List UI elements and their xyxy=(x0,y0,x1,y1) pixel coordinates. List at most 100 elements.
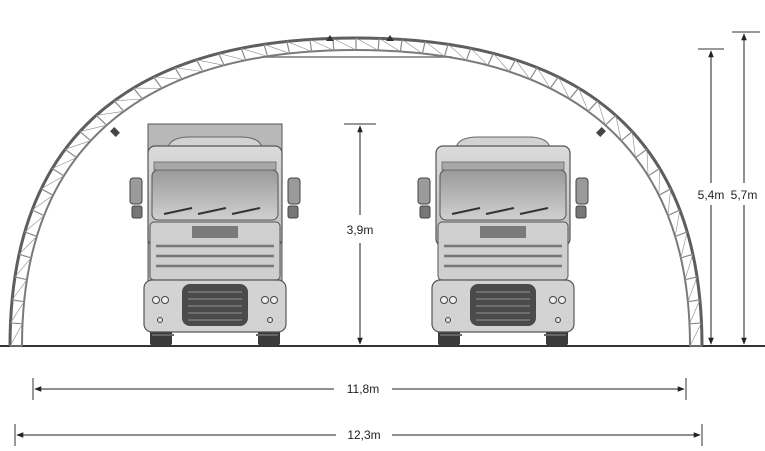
outer-width-dimension: 12,3m xyxy=(14,424,703,446)
arch-lattice-rung xyxy=(587,100,599,112)
arch-lattice-rung xyxy=(95,114,108,126)
arch-lattice-brace xyxy=(263,44,290,54)
arch-lattice-brace xyxy=(64,140,91,150)
truck-lower-grille-slats xyxy=(476,291,530,321)
arch-fitting xyxy=(386,35,394,41)
arch-fitting xyxy=(596,127,606,137)
truck-lower-grille xyxy=(182,284,248,326)
arch-lattice-rung xyxy=(153,76,163,89)
truck-left-headlight xyxy=(161,296,169,304)
truck-roof-spoiler xyxy=(167,136,263,149)
arch-lattice-brace xyxy=(536,67,551,89)
truck-fog-light xyxy=(267,317,273,323)
arch-lattice-rung xyxy=(508,59,517,72)
arch-lattice-brace xyxy=(578,87,589,112)
arch-lattice-brace xyxy=(11,279,28,301)
arch-lattice-rung xyxy=(286,41,291,54)
arch-lattice-brace xyxy=(241,47,268,57)
truck-left-mirror-small xyxy=(131,205,143,219)
arch-lattice-brace xyxy=(658,168,661,196)
arch-lattice-brace xyxy=(470,48,489,66)
arch-lattice-rung xyxy=(529,67,538,80)
arch-lattice-rung xyxy=(689,322,702,325)
arch-lattice-brace xyxy=(18,236,38,255)
truck-right-headlight xyxy=(270,296,278,304)
arch-lattice-brace xyxy=(52,157,77,169)
arch-lattice-rung xyxy=(14,276,28,281)
truck-lower-grille-slats xyxy=(188,291,242,321)
arch-lattice-rung xyxy=(113,100,125,112)
arch-lattice-rung xyxy=(684,276,698,281)
arch-lattice-brace xyxy=(615,115,622,141)
inner-width-dimension: 11,8m xyxy=(32,378,687,400)
arch-fitting xyxy=(326,35,334,41)
arch-lattice-brace xyxy=(631,131,636,158)
truck-height-dimension: 3,9m xyxy=(344,123,376,347)
arch-lattice-brace xyxy=(378,38,401,52)
arch-lattice-brace xyxy=(493,53,510,72)
truck-right-headlight xyxy=(261,296,269,304)
truck-wipers xyxy=(451,207,549,215)
arch-lattice-rung xyxy=(487,53,494,66)
arch-lattice-rung xyxy=(40,188,54,196)
outer-height-label: 5,7m xyxy=(731,188,758,202)
arch-lattice-brace xyxy=(674,209,681,237)
truck-roof-spoiler xyxy=(455,136,551,149)
truck-lower-grille xyxy=(470,284,536,326)
inner-height-dimension: 5,4m xyxy=(698,48,724,345)
arch-lattice-rung xyxy=(465,48,472,61)
arch-lattice-rung xyxy=(218,53,225,66)
arch-lattice-brace xyxy=(114,98,143,102)
arch-lattice-brace xyxy=(667,188,672,216)
truck-left-headlight xyxy=(152,296,160,304)
arch-lattice-rung xyxy=(674,231,688,238)
arch-lattice-brace xyxy=(14,257,32,278)
arch-lattice-rung xyxy=(240,48,247,61)
arch-lattice-brace xyxy=(96,111,124,116)
arch-lattice-brace xyxy=(218,53,246,61)
arch-lattice-brace xyxy=(41,175,65,190)
truck-left-headlight xyxy=(440,296,448,304)
arch-lattice-brace xyxy=(332,38,357,51)
arch-lattice-rung xyxy=(443,44,449,57)
arch-lattice-rung xyxy=(687,299,700,303)
arch-lattice-brace xyxy=(9,323,23,347)
truck-wipers xyxy=(163,207,261,215)
arch-lattice-brace xyxy=(689,299,701,324)
arch-lattice-rung xyxy=(174,67,183,80)
truck-sun-visor xyxy=(441,161,565,171)
arch-lattice-brace xyxy=(680,231,688,259)
truck-grille-bars xyxy=(444,244,562,268)
arch-lattice-rung xyxy=(18,253,32,259)
arch-lattice-brace xyxy=(646,149,649,176)
arch-lattice-rung xyxy=(680,253,694,259)
truck-left-headlight xyxy=(449,296,457,304)
arch-lattice-rung xyxy=(263,44,269,57)
arch-lattice-brace xyxy=(447,44,467,61)
arch-lattice-rung xyxy=(399,39,403,52)
arch-lattice-brace xyxy=(31,195,54,211)
arch-fitting xyxy=(110,127,120,137)
arch-lattice-brace xyxy=(689,322,702,347)
arch-lattice-brace xyxy=(597,100,606,126)
arch-lattice-rung xyxy=(10,322,23,325)
arch-lattice-rung xyxy=(377,38,380,51)
arch-lattice-rung xyxy=(635,148,648,159)
arch-lattice-brace xyxy=(684,254,694,280)
truck-name-plate xyxy=(480,226,526,238)
truck-with-box xyxy=(129,123,301,346)
arch-lattice-rung xyxy=(569,87,580,100)
truck-right-headlight xyxy=(558,296,566,304)
arch-lattice-rung xyxy=(51,167,65,177)
outer-width-label: 12,3m xyxy=(347,428,380,442)
arch-lattice-brace xyxy=(558,76,570,100)
truck-fog-light xyxy=(157,317,163,323)
truck-right-mirror xyxy=(287,177,301,205)
truck-sun-visor xyxy=(153,161,277,171)
arch-lattice-rung xyxy=(421,41,426,54)
inner-width-label: 11,8m xyxy=(347,382,379,396)
arch-lattice-rung xyxy=(64,148,77,159)
arch-lattice-brace xyxy=(79,124,107,132)
arch-lattice-brace xyxy=(424,41,445,57)
